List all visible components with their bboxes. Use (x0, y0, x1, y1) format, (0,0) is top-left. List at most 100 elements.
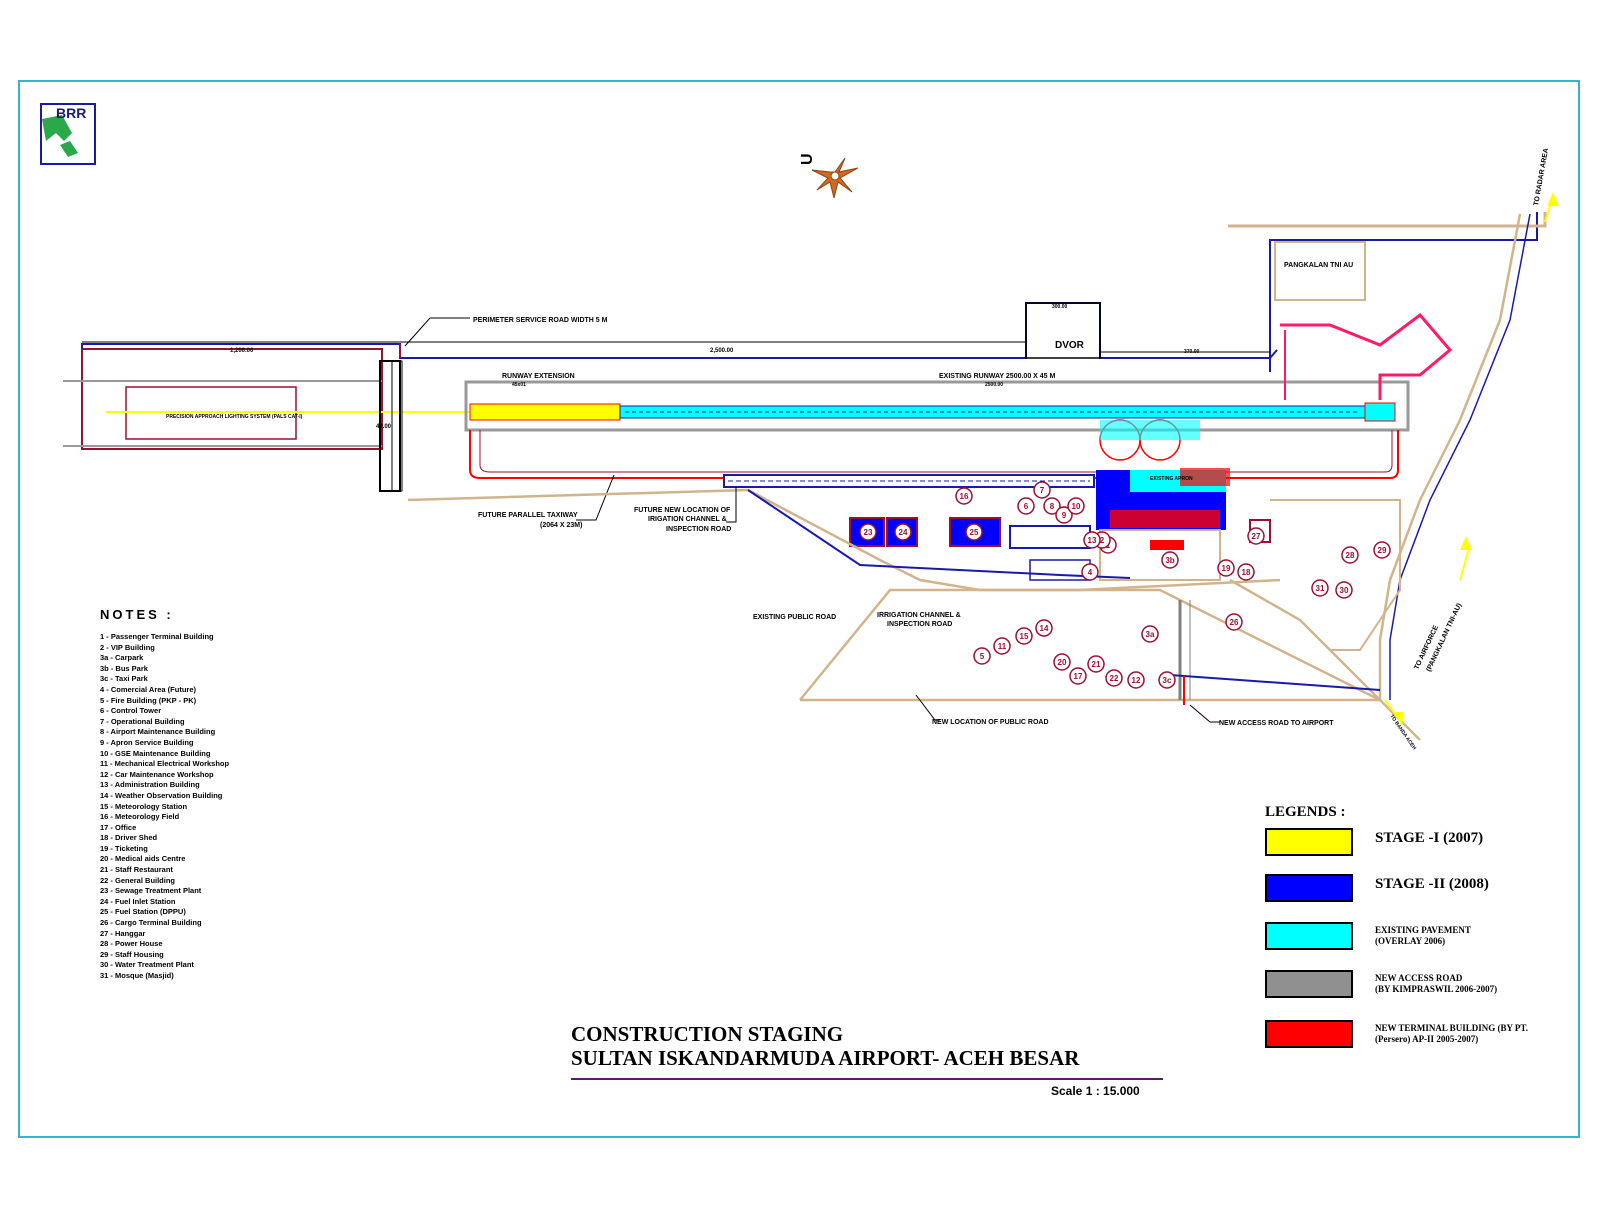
building-marker: 17 (1069, 667, 1087, 685)
future-irrigation-label-2: IRIGATION CHANNEL & (648, 516, 727, 523)
perimeter-boundary (81, 212, 1547, 372)
legend-swatch (1265, 970, 1353, 998)
marker-number: 3b (1165, 556, 1174, 565)
note-item: 14 - Weather Observation Building (100, 790, 223, 800)
building-marker: 12 (1127, 671, 1145, 689)
legend-label-line1: EXISTING PAVEMENT (1375, 925, 1471, 935)
logo-map-icon (42, 115, 78, 157)
marker-circle (1015, 627, 1033, 645)
logo-text: BRR (56, 105, 87, 121)
legend-label: EXISTING PAVEMENT(OVERLAY 2006) (1375, 925, 1471, 947)
marker-number: 19 (1222, 564, 1231, 573)
legend-panel: LEGENDS : STAGE -I (2007)STAGE -II (2008… (1265, 804, 1528, 1048)
future-irrigation-label-3: INSPECTION ROAD (666, 526, 731, 533)
marker-number: 3c (1163, 676, 1172, 685)
marker-number: 21 (1092, 660, 1101, 669)
note-item: 30 - Water Treatment Plant (100, 960, 194, 970)
marker-circle (1083, 531, 1101, 549)
legend-label-line1: STAGE -II (2008) (1375, 876, 1489, 892)
marker-number: 3a (1146, 630, 1155, 639)
title-underline (571, 1078, 1163, 1080)
note-item: 21 - Staff Restaurant (100, 865, 173, 875)
marker-number: 2 (1100, 536, 1105, 545)
marker-number: 26 (1230, 618, 1239, 627)
marker-number: 16 (960, 492, 969, 501)
marker-circle (1127, 671, 1145, 689)
note-item: 5 - Fire Building (PKP - PK) (100, 695, 197, 705)
building-marker: 25 (965, 523, 983, 541)
marker-number: 15 (1020, 632, 1029, 641)
marker-circle (1035, 619, 1053, 637)
marker-number: 27 (1252, 532, 1261, 541)
marker-number: 29 (1378, 546, 1387, 555)
note-item: 23 - Sewage Treatment Plant (100, 886, 202, 896)
marker-circle (1335, 581, 1353, 599)
building-marker: 9 (1055, 506, 1073, 524)
to-radar-label: TO RADAR AREA (1533, 148, 1550, 207)
note-item: 7 - Operational Building (100, 716, 185, 726)
note-item: 3a - Carpark (100, 653, 144, 663)
note-item: 24 - Fuel Inlet Station (100, 896, 176, 906)
marker-circle (1069, 667, 1087, 685)
note-item: 20 - Medical aids Centre (100, 854, 186, 864)
approach-lighting-label: PRECISION APPROACH LIGHTING SYSTEM (PALS… (166, 414, 303, 420)
note-item: 6 - Control Tower (100, 706, 162, 716)
runway-extension-label: RUNWAY EXTENSION (502, 373, 575, 380)
north-compass: U (799, 153, 859, 199)
building-marker: 3c (1158, 671, 1176, 689)
existing-runway-label: EXISTING RUNWAY 2500.00 X 45 M (939, 373, 1055, 380)
runway: RUNWAY EXTENSION 45x01 EXISTING RUNWAY 2… (464, 304, 1410, 479)
legend-swatch (1265, 922, 1353, 950)
marker-number: 13 (1088, 536, 1097, 545)
marker-number: 31 (1316, 584, 1325, 593)
legend-label-line1: NEW ACCESS ROAD (1375, 973, 1463, 983)
marker-circle (955, 487, 973, 505)
marker-circle (973, 647, 991, 665)
note-item: 3c - Taxi Park (100, 674, 148, 684)
note-item: 3b - Bus Park (100, 663, 148, 673)
note-item: 10 - GSE Maintenance Building (100, 748, 211, 758)
building-marker: 15 (1015, 627, 1033, 645)
building-marker: 16 (955, 487, 973, 505)
marker-number: 10 (1072, 502, 1081, 511)
note-item: 4 - Comercial Area (Future) (100, 684, 196, 694)
dim-width-label: 42.00 (376, 424, 392, 430)
marker-number: 11 (998, 642, 1007, 651)
note-item: 9 - Apron Service Building (100, 737, 194, 747)
marker-circle (1017, 497, 1035, 515)
marker-number: 7 (1040, 486, 1045, 495)
legend-label: NEW ACCESS ROAD(BY KIMPRASWIL 2006-2007) (1375, 973, 1497, 995)
marker-circle (1237, 563, 1255, 581)
marker-number: 4 (1088, 568, 1093, 577)
building-marker: 3b (1161, 551, 1179, 569)
building-marker: 23 (859, 523, 877, 541)
dvor-label: DVOR (1055, 340, 1085, 351)
note-item: 16 - Meteorology Field (100, 812, 180, 822)
compass-label: U (799, 153, 816, 165)
legend-swatch (1265, 1020, 1353, 1048)
perimeter-road-label: PERIMETER SERVICE ROAD WIDTH 5 M (473, 317, 608, 324)
scale-label: Scale 1 : 15.000 (1051, 1084, 1140, 1098)
legend-label-line2: (Persero) AP-II 2005-2007) (1375, 1034, 1479, 1044)
dim-dvor-label: 300.00 (1052, 304, 1068, 310)
marker-circle (894, 523, 912, 541)
note-item: 25 - Fuel Station (DPPU) (100, 907, 186, 917)
note-item: 13 - Administration Building (100, 780, 200, 790)
marker-circle (1225, 613, 1243, 631)
dim-right-label: 370.00 (1184, 349, 1200, 355)
building-markers: 123a3b3c45678910111213141516171819202122… (859, 481, 1391, 689)
legend-label-line1: NEW TERMINAL BUILDING (BY PT. (1375, 1023, 1528, 1033)
apron-label: EXISTING APRON (1150, 476, 1193, 482)
building-marker: 10 (1067, 497, 1085, 515)
marker-circle (1161, 551, 1179, 569)
terminal-apron: EXISTING APRON (1096, 468, 1271, 581)
marker-number: 23 (864, 528, 873, 537)
legend-title: LEGENDS : (1265, 804, 1346, 820)
legend-label-line2: (BY KIMPRASWIL 2006-2007) (1375, 984, 1498, 994)
building-marker: 18 (1237, 563, 1255, 581)
runway-extension-dim: 45x01 (512, 382, 526, 388)
new-public-road-label: NEW LOCATION OF PUBLIC ROAD (932, 719, 1049, 726)
note-item: 15 - Meteorology Station (100, 801, 188, 811)
